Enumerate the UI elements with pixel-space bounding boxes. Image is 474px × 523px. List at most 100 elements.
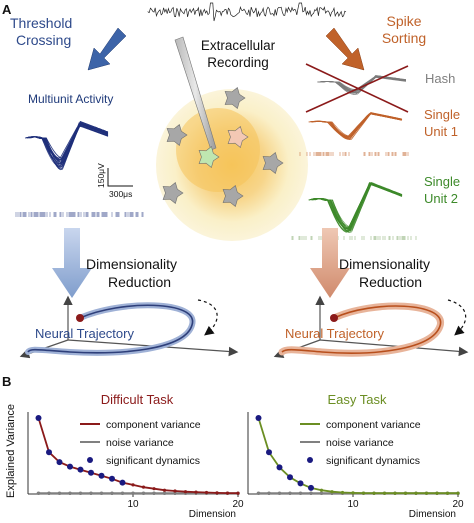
threshold-title-line2: Crossing [16, 32, 71, 48]
unit1-waveforms [308, 112, 403, 141]
significant-dynamics-point [67, 463, 73, 470]
hash-waveforms [317, 75, 407, 95]
raw-extracellular-signal [147, 2, 347, 22]
neuron-gray-1 [224, 86, 246, 110]
significant-dynamics-point [109, 475, 115, 482]
legend-component-label: component variance [326, 419, 421, 431]
noise-variance-point [162, 491, 167, 496]
component-variance-point [173, 489, 177, 493]
left-rotation-arrow [197, 299, 218, 336]
multiunit-label: Multiunit Activity [28, 92, 113, 106]
x-tick-label: 10 [347, 499, 359, 510]
component-variance-point [204, 490, 209, 495]
left-trajectory-label: Neural Trajectory [35, 326, 134, 341]
unit1-raster [299, 152, 409, 156]
component-variance-point [424, 491, 429, 495]
component-variance-point [236, 491, 240, 495]
noise-variance-point [319, 491, 324, 496]
threshold-arrow [87, 27, 127, 71]
multiunit-raster [15, 212, 144, 217]
neuron-orange [227, 125, 249, 149]
component-variance-point [351, 491, 355, 495]
significant-dynamics-point [77, 466, 84, 473]
significant-dynamics-point [276, 464, 283, 471]
significant-dynamics-point [266, 449, 272, 456]
component-variance-point [183, 490, 188, 494]
right-neural-trajectory-core [281, 305, 442, 354]
noise-variance-point [99, 491, 104, 496]
component-variance-point [361, 491, 366, 495]
electrode [174, 36, 217, 151]
recording-zone [176, 108, 260, 192]
noise-variance-point [309, 491, 313, 496]
significant-dynamics-point [308, 484, 314, 491]
panel-a-label: A [2, 2, 12, 17]
significant-dynamics-point [255, 415, 262, 421]
threshold-title-line1: Threshold [10, 15, 72, 31]
right-dimred-line2: Reduction [359, 274, 422, 290]
noise-variance-point [120, 491, 125, 496]
noise-variance-point [277, 491, 282, 496]
noise-variance-point [57, 491, 62, 496]
component-variance-point [340, 490, 345, 495]
left-dimred-arrow [52, 228, 92, 298]
component-variance-point [403, 491, 408, 495]
neuron-green [198, 145, 220, 169]
scale-voltage-label: 150μV [96, 163, 106, 188]
component-variance-point [152, 487, 156, 491]
legend-significant-swatch [87, 457, 93, 463]
x-axis-label: Dimension [189, 509, 236, 520]
neuron-cells [162, 86, 284, 208]
x-tick-label: 20 [232, 499, 244, 510]
noise-variance-point [78, 491, 83, 496]
significant-dynamics-point [297, 480, 304, 487]
spike-title-line2: Sorting [382, 30, 426, 46]
component-variance-point [194, 490, 198, 494]
neuron-gray-3 [262, 151, 284, 175]
noise-variance-point [131, 491, 135, 496]
unit2-trace [311, 182, 403, 232]
multiunit-trace [25, 125, 109, 159]
noise-variance-point [267, 491, 271, 496]
x-axis-label: Dimension [409, 509, 456, 520]
significant-dynamics-point [119, 479, 126, 486]
x-tick-label: 20 [452, 499, 464, 510]
spike-title-line1: Spike [386, 13, 421, 29]
panel-b-label: B [2, 374, 11, 389]
noise-variance-point [152, 491, 156, 496]
unit2-label-line1: Single [424, 174, 460, 189]
right-trajectory-label: Neural Trajectory [285, 326, 384, 341]
significant-dynamics-point [46, 449, 52, 456]
component-variance-point [372, 491, 376, 495]
unit2-label-line2: Unit 2 [424, 191, 458, 206]
unit2-raster [291, 236, 417, 240]
component-variance-point [225, 491, 230, 495]
legend-significant-label: significant dynamics [106, 455, 200, 467]
unit2-waveforms [308, 182, 403, 233]
left-neural-trajectory-core [27, 304, 194, 354]
hash-cross-line-2 [305, 65, 409, 113]
component-variance-point [435, 491, 439, 495]
spike-sorting-arrow [325, 27, 365, 71]
right-trajectory-start [330, 314, 338, 322]
noise-variance-point [173, 491, 177, 496]
unit1-trace [308, 113, 403, 137]
component-variance-point [131, 483, 135, 487]
recording-label-line2: Recording [207, 55, 269, 70]
noise-variance-point [256, 491, 261, 496]
left-dimred-line2: Reduction [108, 274, 171, 290]
significant-dynamics-point [88, 469, 94, 476]
left-trajectory-start [76, 314, 84, 322]
y-axis-label: Explained Variance [5, 404, 17, 498]
right-dimred-line1: Dimensionality [339, 256, 430, 272]
scale-time-label: 300μs [109, 189, 132, 199]
noise-variance-point [288, 491, 292, 496]
neuron-gray-5 [222, 184, 244, 208]
component-variance-point [330, 490, 334, 494]
significant-dynamics-point [287, 474, 293, 481]
hash-label: Hash [425, 71, 455, 86]
hash-cross-line-1 [305, 63, 409, 113]
right-rotation-arrow [447, 299, 467, 336]
